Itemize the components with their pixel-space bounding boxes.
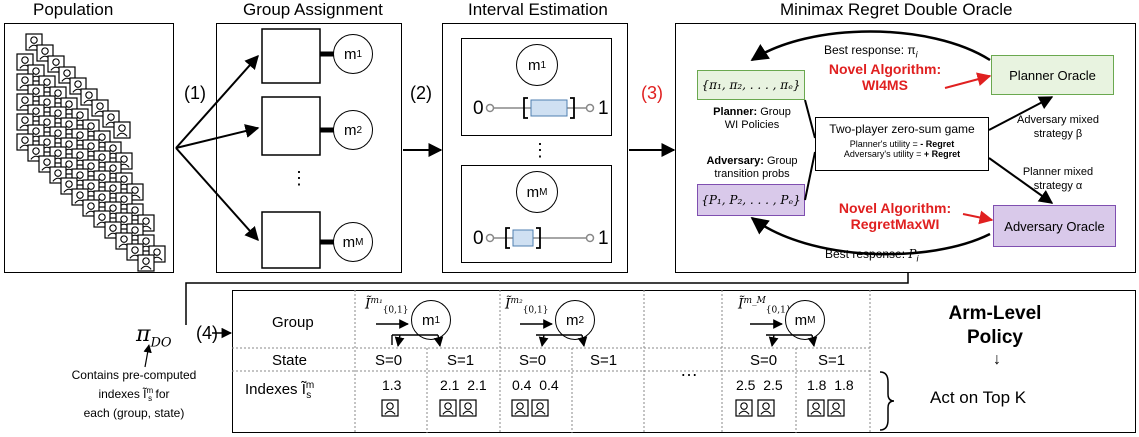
person-icon — [113, 121, 131, 139]
person-icon — [511, 399, 529, 417]
group-box-mM — [261, 211, 321, 269]
interval-label-m1: Ĩm₁{0,1} — [365, 296, 409, 316]
step-2-label: (2) — [410, 83, 432, 103]
index-cell: 1.3 — [382, 377, 402, 393]
arrow-planner-mixed — [988, 157, 1054, 204]
planner-oracle-box: Planner Oracle — [991, 55, 1114, 95]
step-4-label: (4) — [196, 323, 218, 343]
group-ellipsis: ⋮ — [290, 168, 308, 188]
arrow-adv-mixed — [988, 96, 1054, 131]
index-cell: 2.5 2.5 — [736, 377, 783, 393]
return-path — [185, 273, 909, 325]
person-icon — [381, 399, 399, 417]
state-cell: S=1 — [447, 352, 475, 369]
interval-one-2: 1 — [598, 228, 609, 249]
step-1-label: (1) — [184, 83, 206, 103]
adversary-transition-set: {P₁, P₂, . . . , Pₑ} — [697, 184, 805, 216]
interval-label-m2: Ĩm₂{0,1} — [505, 296, 549, 316]
planner-mixed-strategy: Planner mixed strategy α — [1022, 166, 1094, 192]
title-interval-estimation: Interval Estimation — [468, 0, 608, 19]
row-label-indexes: Indexes Ĩms — [245, 380, 315, 401]
title-minimax: Minimax Regret Double Oracle — [780, 0, 1013, 19]
arrow-novel-2 — [962, 210, 994, 225]
down-arrow-icon: ↓ — [993, 351, 1001, 368]
state-cell: S=1 — [818, 352, 846, 369]
person-icon — [827, 399, 845, 417]
state-cell: S=0 — [519, 352, 547, 369]
person-icon — [757, 399, 775, 417]
table-grid — [232, 290, 871, 433]
zero-sum-game-box: Two-player zero-sum game Planner's utili… — [815, 117, 989, 171]
arrow-best-response-top — [750, 30, 991, 62]
interval-one-1: 1 — [598, 98, 609, 119]
person-icon — [137, 254, 155, 272]
planner-policy-set: {π₁, π₂, . . . , πₑ} — [697, 70, 805, 100]
state-cell: S=0 — [750, 352, 778, 369]
arrow-best-response-bottom — [750, 216, 991, 256]
title-group-assignment: Group Assignment — [243, 0, 383, 19]
person-icon — [807, 399, 825, 417]
interval-label-mM: Ĩm_M{0,1} — [738, 296, 792, 316]
group-box-m2 — [261, 96, 321, 156]
adversary-description: Adversary: Group transition probs — [706, 155, 798, 180]
arrow-novel-1 — [944, 72, 992, 89]
policy-description: Contains pre-computed indexes Ĩms for ea… — [71, 368, 197, 421]
index-cell: 2.1 2.1 — [440, 377, 487, 393]
arm-level-policy-title: Arm-Level Policy — [948, 303, 1042, 348]
line-planner-game — [804, 99, 816, 139]
state-cell: S=1 — [590, 352, 618, 369]
index-cell: 0.4 0.4 — [512, 377, 559, 393]
group-box-m1 — [261, 28, 321, 84]
adversary-mixed-strategy: Adversary mixed strategy β — [1017, 114, 1099, 140]
arrow-pi-do — [143, 344, 152, 368]
person-icon — [531, 399, 549, 417]
person-icon — [459, 399, 477, 417]
novel-algorithm-regretmaxwi: Novel Algorithm: RegretMaxWI — [838, 200, 952, 232]
person-icon — [735, 399, 753, 417]
novel-algorithm-wi4ms: Novel Algorithm: WI4MS — [828, 61, 942, 93]
row-label-group: Group — [272, 314, 314, 331]
person-icon — [439, 399, 457, 417]
interval-zero-2: 0 — [473, 228, 484, 249]
row-label-state: State — [272, 352, 308, 369]
index-cell: 1.8 1.8 — [807, 377, 854, 393]
best-response-top: Best response: πi — [824, 43, 918, 60]
fan-arrows — [175, 54, 260, 242]
pi-do-symbol: πDO — [136, 322, 172, 351]
step-3-label: (3) — [641, 83, 663, 103]
table-ellipsis: … — [680, 360, 698, 380]
title-population: Population — [33, 0, 114, 19]
state-cell: S=0 — [375, 352, 403, 369]
planner-description: Planner: Group WI Policies — [713, 106, 791, 131]
adversary-oracle-box: Adversary Oracle — [993, 205, 1116, 247]
act-on-top-k: Act on Top K — [930, 388, 1027, 407]
line-adversary-game — [804, 151, 816, 201]
interval-zero-1: 0 — [473, 98, 484, 119]
interval-ellipsis: ⋮ — [531, 140, 549, 160]
brace — [879, 371, 895, 431]
